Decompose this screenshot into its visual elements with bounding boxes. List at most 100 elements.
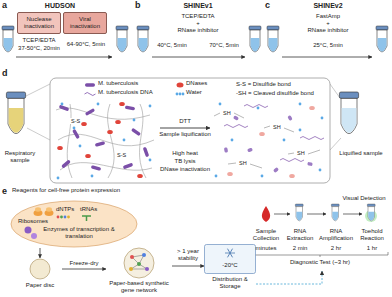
sample-tube (2, 26, 14, 52)
storage-box-shape (228, 249, 233, 258)
annotation-text: 37-50°C, 20min (12, 45, 66, 52)
node-label: Paper disc (18, 282, 62, 289)
annotation-text: Ribosomes (18, 218, 48, 225)
particle (219, 103, 222, 106)
process-arrow (152, 57, 245, 58)
magnified-sample (330, 138, 341, 150)
annotation-text: FastAmp (288, 13, 368, 20)
particle (123, 139, 126, 142)
magnified-sample (6, 92, 25, 134)
annotation-text: tRNAs (80, 206, 97, 213)
box-label: Viral inactivation (66, 16, 104, 30)
particle (125, 105, 135, 110)
legend-swatch (177, 83, 184, 88)
particle (73, 127, 76, 130)
mucus-mesh (58, 134, 154, 146)
gene-network-disc: Paper-based synthetic gene network (106, 246, 172, 296)
magnified-sample (339, 92, 358, 134)
panel-letter: a (2, 0, 7, 10)
node-label: -20°C (204, 262, 256, 269)
sample-tube (376, 26, 388, 52)
particle (244, 105, 268, 108)
bond-label: SH (238, 160, 248, 166)
reagent-mix-shape (35, 207, 41, 211)
particle (61, 159, 71, 168)
annotation-text: 2 hr (317, 245, 355, 252)
reagent-mix-shape (46, 207, 52, 211)
legend-text: DNases (186, 80, 207, 87)
particle (59, 105, 70, 112)
process-box: Viral inactivation (63, 12, 107, 34)
annotation-text: Sample Collection (250, 228, 282, 242)
particle (97, 103, 100, 106)
particle (261, 175, 264, 178)
legend-swatch (176, 93, 179, 96)
panel-letter: b (135, 0, 141, 10)
paper-disc: Paper disc (18, 258, 62, 296)
particle (81, 122, 87, 126)
time-bracket (252, 252, 388, 257)
bond-label: SH (272, 124, 282, 130)
particle (133, 119, 136, 122)
particle (224, 147, 228, 153)
annotation-text: 1 hr (356, 245, 388, 252)
panel-letter: c (265, 0, 270, 10)
gene-network-disc-shape (131, 269, 147, 270)
panel-letter: d (2, 68, 8, 78)
particle (300, 137, 324, 140)
annotation-text: 2 min (284, 245, 316, 252)
reagent-mix-shape (25, 227, 32, 234)
sample-tube (249, 26, 261, 52)
reagent-mix-shape (82, 216, 91, 221)
annotation-text: DTT (158, 118, 212, 125)
process-arrow (16, 57, 372, 58)
mucus-mesh (140, 104, 146, 178)
paper-disc-shape (18, 258, 62, 296)
particle (273, 167, 279, 173)
gene-network-disc-shape (130, 255, 134, 259)
particle (280, 159, 304, 162)
particle (149, 105, 152, 108)
bond-label: S-S (70, 118, 81, 124)
annotation-text: -SH = Cleaved disulfide bond (236, 90, 314, 97)
node-label: Paper-based synthetic gene network (106, 280, 172, 294)
bond-label: SH (296, 150, 306, 156)
flow-arrow (172, 266, 204, 267)
mucus-mesh (67, 104, 72, 178)
dashed-arrow (256, 271, 322, 284)
particle (288, 153, 294, 154)
legend-swatch (174, 90, 186, 98)
particle (250, 164, 262, 168)
particle (85, 108, 95, 116)
particle (85, 154, 91, 158)
particle (299, 129, 302, 132)
particle (119, 102, 125, 106)
gene-network-disc-shape (145, 267, 149, 271)
bond-label: SH (222, 110, 232, 116)
legend-swatch (179, 93, 182, 96)
storage-box: -20°CDistribution & Storage (204, 244, 256, 296)
particle (228, 163, 236, 164)
time-bracket (252, 252, 388, 255)
gene-network-disc-shape (129, 267, 133, 271)
magnified-sample (26, 84, 50, 96)
particle (321, 117, 324, 120)
particle (91, 175, 94, 178)
particle (257, 107, 260, 110)
particle (143, 147, 150, 158)
reagent-mix-shape (57, 216, 60, 219)
magnified-sample (330, 84, 340, 98)
process-arrow (343, 214, 362, 215)
mucus-mesh (60, 163, 152, 171)
legend-text: M. tuberculosis DNA (98, 89, 153, 96)
particle (57, 102, 324, 179)
particle (234, 113, 244, 118)
annotation-text: + (288, 20, 368, 27)
annotation-text: DNase inactivation (154, 166, 216, 173)
annotation-text: Visual Detection (336, 195, 392, 202)
annotation-text: RNase inhibitor (288, 27, 368, 34)
flow-arrow (40, 248, 41, 258)
particle (115, 120, 121, 124)
storage-box-shape (205, 245, 256, 274)
